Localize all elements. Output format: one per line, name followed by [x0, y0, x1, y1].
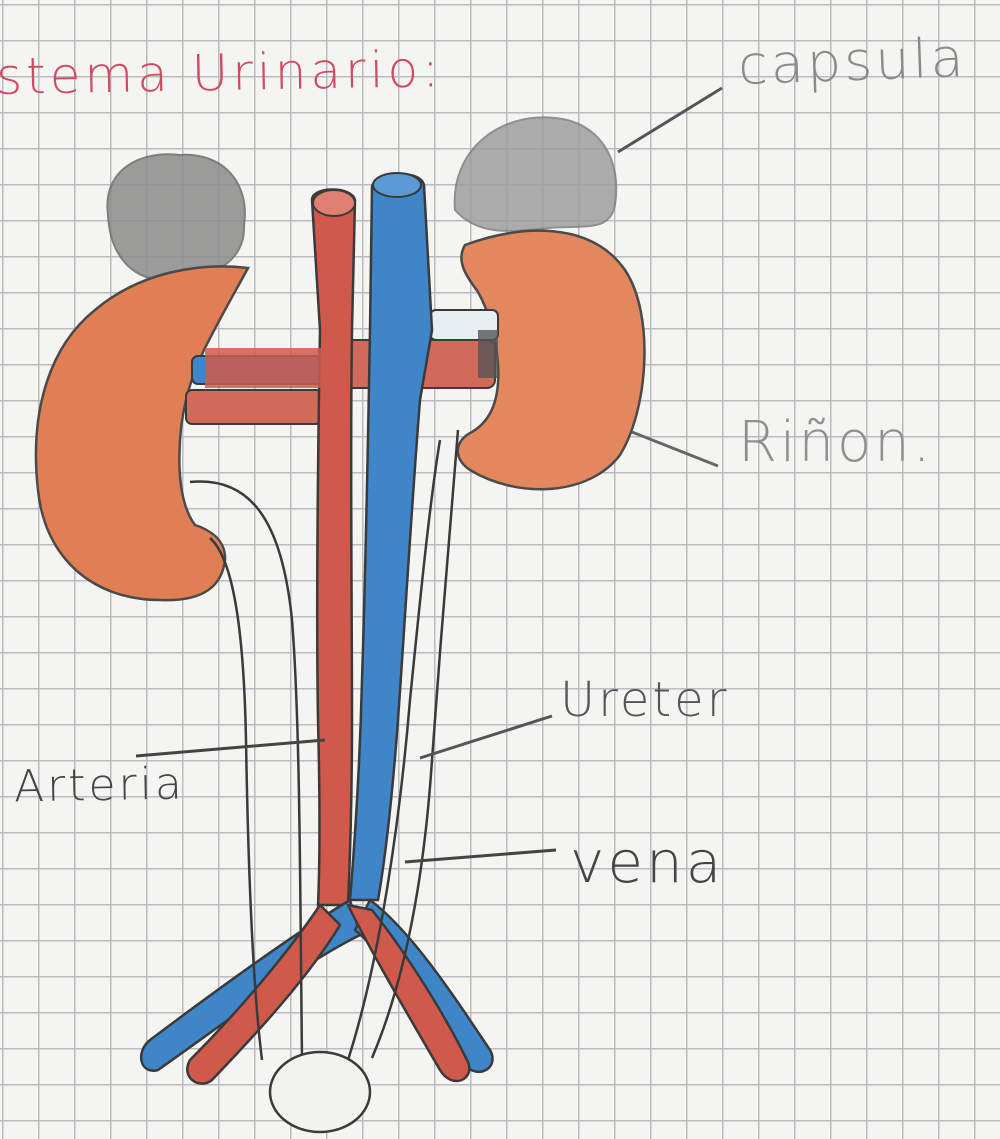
aorta-top [313, 190, 355, 216]
leader-capsula [618, 88, 722, 152]
leader-ureter [420, 716, 552, 758]
leader-rinon [632, 432, 718, 466]
aorta-crossbar [205, 348, 345, 388]
vena-cava [350, 174, 432, 900]
label-arteria: Arteria [14, 759, 186, 813]
vena-cava-top [373, 173, 421, 197]
aorta [312, 190, 355, 906]
leader-vena [405, 850, 556, 862]
renal-stub-dark [478, 330, 498, 378]
bladder [270, 1052, 370, 1132]
label-vena: vena [570, 828, 724, 896]
page-title: stema Urinario: [0, 40, 443, 106]
label-ureter: Ureter [560, 672, 729, 728]
right-capsule [455, 117, 617, 231]
left-capsule [107, 154, 245, 280]
leader-arteria [136, 740, 325, 756]
left-renal-artery [186, 390, 322, 424]
label-capsula: capsula [737, 26, 968, 97]
label-rinon: Riñon. [738, 410, 934, 475]
left-kidney [36, 266, 248, 600]
